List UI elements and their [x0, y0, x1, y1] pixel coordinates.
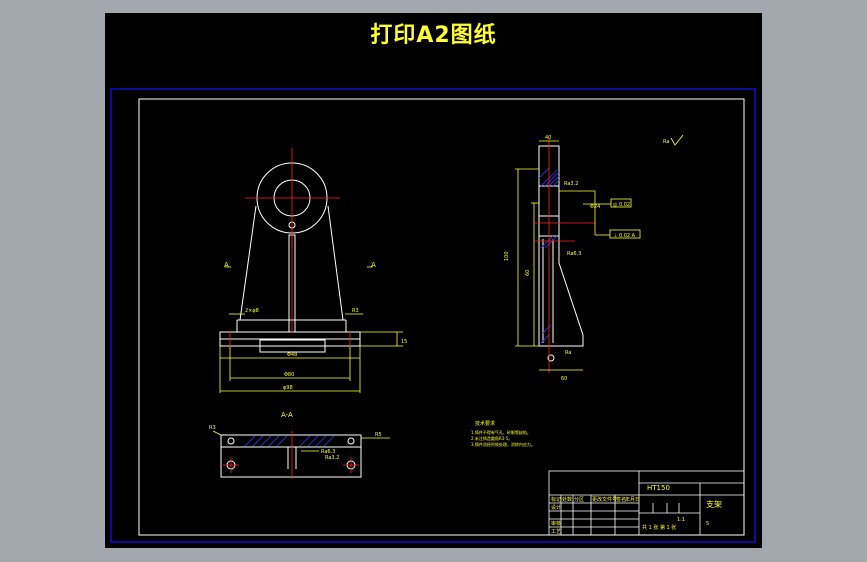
part-name-cell: 支架 [706, 499, 722, 509]
svg-text:Ra: Ra [663, 139, 669, 145]
row-label: 设计 [551, 504, 561, 511]
tech-req-line: 3.铸件须经时效处理，消除内应力。 [471, 441, 535, 447]
col-label: 月 [630, 497, 635, 503]
scale-cell: 1:1 [677, 517, 685, 523]
row-label: 审核 [551, 520, 561, 527]
row-label: 工艺 [551, 529, 561, 535]
tech-req-line: 1.铸件不得有气孔、砂眼等缺陷。 [471, 429, 531, 435]
tech-requirements: 技术要求 1.铸件不得有气孔、砂眼等缺陷。 2.未注铸造圆角R3-5。 3.铸件… [471, 420, 535, 447]
view-marker-left: A [224, 261, 229, 269]
view-marker-right: A [371, 261, 376, 269]
svg-text:◎ 0.02: ◎ 0.02 [613, 202, 630, 208]
col-label: 处数 [562, 496, 572, 503]
side-centerlines [535, 138, 595, 373]
quantity-cell: 5 [706, 521, 709, 527]
title-block-text: HT150 支架 1:1 共 1 张 第 1 张 5 标记 设计 审核 工艺 处… [551, 484, 722, 535]
svg-text:R3: R3 [209, 425, 216, 431]
svg-text:φ98: φ98 [283, 385, 293, 391]
page-title: 打印A2图纸 [370, 23, 497, 48]
cad-viewport[interactable]: 打印A2图纸 [105, 13, 762, 548]
svg-text:R3: R3 [352, 308, 359, 314]
col-label: 更改文件号 [592, 496, 617, 503]
sheet-cell: 共 1 张 第 1 张 [642, 524, 676, 531]
svg-text:60: 60 [561, 376, 567, 382]
title-block [548, 470, 745, 536]
front-dim-text: Φ48 Φ80 φ98 15 2×φ8 R3 [245, 308, 407, 391]
svg-text:60: 60 [525, 270, 531, 276]
section-dim-text: R3 R5 Ra6.3 Ra3.2 [209, 425, 382, 461]
svg-text:2×φ8: 2×φ8 [245, 308, 259, 314]
col-label: 日 [635, 497, 640, 503]
svg-text:40: 40 [545, 135, 551, 141]
section-view [220, 434, 362, 478]
section-dimensions [212, 430, 390, 452]
drawing-canvas: Φ48 Φ80 φ98 15 2×φ8 R3 A A [110, 88, 756, 543]
section-label: A-A [281, 411, 293, 419]
side-dimensions [515, 134, 684, 371]
section-centerlines [223, 431, 359, 479]
svg-text:⊥ 0.02 A: ⊥ 0.02 A [613, 233, 636, 239]
front-dimensions [219, 266, 403, 393]
section-hatch [244, 435, 335, 447]
svg-text:100: 100 [504, 251, 510, 261]
outer-border [110, 88, 756, 543]
svg-text:Φ24: Φ24 [590, 204, 600, 210]
svg-text:Φ48: Φ48 [287, 352, 297, 358]
svg-text:Ra3.2: Ra3.2 [325, 455, 339, 461]
svg-text:Φ80: Φ80 [284, 372, 294, 378]
svg-text:15: 15 [401, 339, 407, 345]
svg-text:Ra6.3: Ra6.3 [567, 251, 581, 257]
svg-text:Ra6.3: Ra6.3 [321, 449, 335, 455]
col-label: 年 [625, 496, 630, 503]
material-cell: HT150 [647, 484, 670, 492]
inner-frame [138, 98, 745, 536]
svg-text:Ra3.2: Ra3.2 [564, 181, 578, 187]
svg-text:Ra: Ra [565, 350, 571, 356]
tech-req-title: 技术要求 [475, 420, 495, 427]
front-view [219, 162, 361, 353]
svg-text:R5: R5 [375, 432, 382, 438]
tech-req-line: 2.未注铸造圆角R3-5。 [471, 435, 512, 441]
front-centerlines [229, 148, 351, 347]
col-label: 签名 [616, 496, 626, 503]
side-dim-text: 100 60 40 60 Ra3.2 Φ24 ⊥ 0.02 A ◎ 0.02 R… [504, 135, 669, 382]
col-label: 分区 [574, 496, 584, 503]
row-label: 标记 [551, 496, 561, 503]
